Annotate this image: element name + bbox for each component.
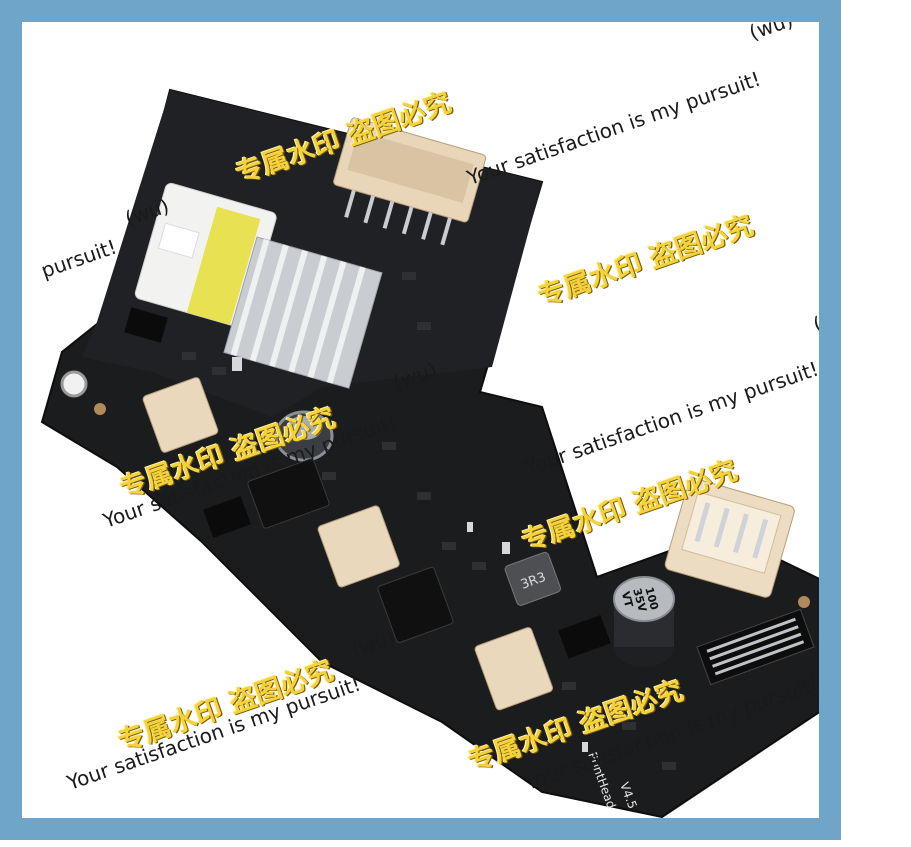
ic-chip xyxy=(203,496,251,538)
inductor: 3R3 xyxy=(504,551,561,606)
black-header xyxy=(377,566,454,644)
mounting-pad xyxy=(94,403,106,415)
cap-value: 100 xyxy=(642,586,661,612)
box-header xyxy=(664,477,795,598)
mounting-hole xyxy=(60,370,88,398)
heatsink xyxy=(223,236,383,389)
silkscreen-marks xyxy=(232,357,588,752)
frame-border-bottom xyxy=(0,818,841,840)
top-connector xyxy=(333,117,487,246)
cap-code: VT xyxy=(619,590,636,609)
product-photo: 3R3 100 35V VT xyxy=(22,22,819,818)
capacitor-large: 100 35V VT xyxy=(613,576,675,667)
fan-connector xyxy=(142,377,219,453)
smd-components xyxy=(182,272,676,770)
fan-connector xyxy=(317,505,400,588)
frame-border-top xyxy=(0,0,841,22)
frame-border-left xyxy=(0,0,22,840)
cap-voltage: 35V xyxy=(630,587,649,614)
ffc-connector xyxy=(696,608,815,686)
ic-chip xyxy=(558,615,611,659)
ic-chip xyxy=(124,307,168,343)
frame-border-right xyxy=(819,0,841,840)
black-header xyxy=(247,458,330,529)
mounting-pad xyxy=(798,596,810,608)
fan-connector xyxy=(474,627,554,711)
pcb-board: 3R3 100 35V VT xyxy=(40,88,819,818)
